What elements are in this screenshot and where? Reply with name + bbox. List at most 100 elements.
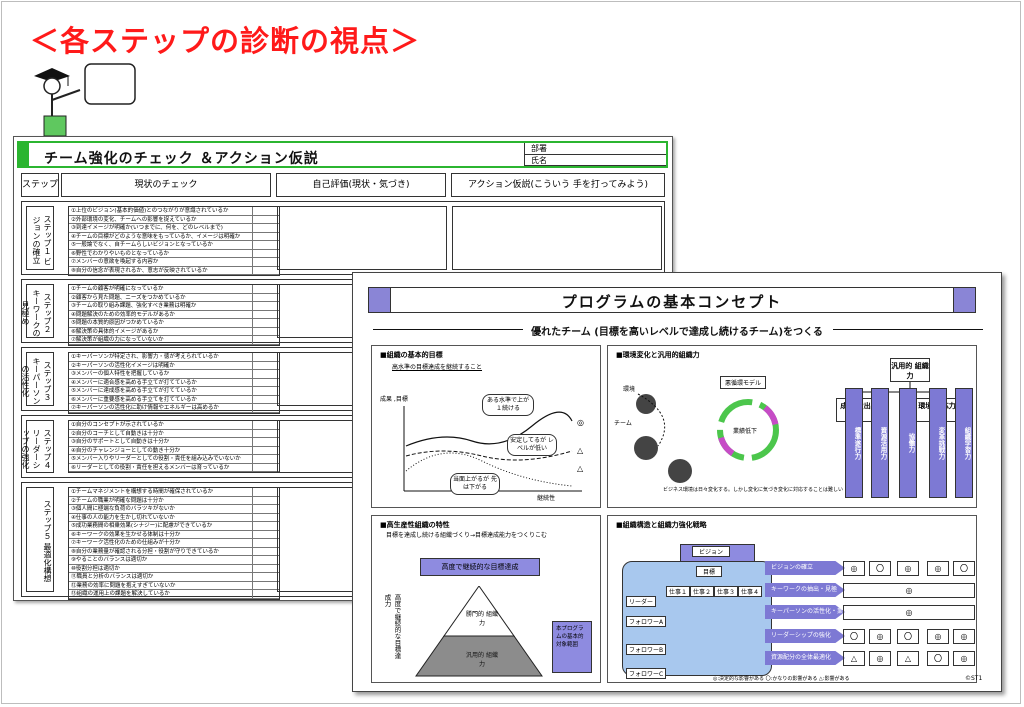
copyright: ©ST1 [965,675,983,682]
mark-2: △ [577,446,584,455]
panel2-subtitle: 目標を達成し続ける組織づくり→目標達成能力をつくりこむ [386,532,548,539]
role-label: リーダー [626,596,657,607]
panel1-title: ■組織の基本的目標 [380,351,443,359]
panel2-side-label: 高度で継続的な目標達成力 [383,594,401,659]
check-item: ②自分のコーチとして自動きは十分か [69,429,279,438]
teacher-icon [34,63,136,137]
check-item: ⑧自分の業務量が確認される分担・役割が守りできているか [69,547,279,556]
concept-subtitle: 優れたチーム (目標を高いレベルで達成し続けるチーム)をつくる [531,327,823,338]
task-label: 仕事２ [690,586,715,597]
cycle-center: 業績低下 [733,428,758,435]
check-item: ⑪職員と分析のバランスは適切か [69,573,279,582]
role-label: フォロワーB [626,644,667,655]
header-accent [19,143,29,166]
check-item: ⑨やることのバランスは適切か [69,556,279,565]
check-item: ⑤成功業務間の相乗効果(シナジー)に配慮ができているか [69,522,279,531]
check-item: ④自分のチャレンジョーとしての動き十分か [69,446,279,455]
grid-cell: ◎ [953,651,975,666]
goal-label: 目標 [696,566,723,577]
checklist-header: チーム強化のチェック ＆アクション仮説 部署 氏名 [17,141,668,168]
task-label: 仕事３ [714,586,739,597]
check-item: ⑤メンバーに達成感を高める手立てが打てているか [69,387,279,396]
col-check: 現状のチェック [61,173,271,197]
panel3-title: ■環境変化と汎用的組織力 [616,351,700,359]
check-item: ⑥解決策の具体的イメージがあるか [69,327,279,336]
grid-cell: ◎ [927,561,949,576]
grid-cell: 〇 [927,651,949,666]
grid-cell: ◎ [869,629,891,644]
grid-cell: 〇 [843,629,865,644]
grid-cell: ◎ [869,651,891,666]
strategy-arrow: 資源配分の全体最適化 [765,651,845,665]
action-box[interactable] [452,206,662,270]
check-item: ②チームの職業が明確な問題は十分か [69,496,279,505]
check-item: ⑦メンバーの意欲を喚起する内容か [69,258,279,267]
bubble-sustained: ある水準で上が１続ける [482,394,534,416]
bubble-stable-low: 安定してるが レベルが低い [507,434,557,456]
name-label: 氏名 [525,155,666,166]
panel1-subtitle: 高水準の目標達成を継続すること [392,364,483,371]
meta-box: 部署 氏名 [524,143,666,166]
check-item: ⑥メンバーに重要感を高める手立てを打てているか [69,395,279,404]
step-label: ステップ３ キーパーソンの活性化 [21,352,54,406]
check-item: ②キーパーソンの活性化イメージは明確か [69,361,279,370]
capability-pyramid [415,586,543,677]
grid-cell: △ [843,651,865,666]
title-block-right [953,288,975,312]
bubble-short-term: 当面上がるが 先は下がる [450,473,500,495]
check-item: ⑦解決策が組織の力になっていないか [69,336,279,345]
grid-cell: 〇 [897,629,919,644]
concept-titlebar: プログラムの基本コンセプト [368,287,976,313]
grid-cell: △ [897,651,919,666]
check-item: ⑥野性でわかりやいものとなっているか [69,249,279,258]
panel4-title: ■組織構造と組織力強化戦略 [616,521,707,529]
check-item: ⑤メンバー入りやリーダーとしての役割・責任を組み込みでいないか [69,455,279,464]
panel1-ylabel: 成果 ,目標 [380,396,408,403]
role-label: フォロワーA [626,616,667,627]
self-eval-box[interactable] [277,206,447,270]
check-item: ③自分のサポートとして自動きは十分か [69,438,279,447]
concept-title: プログラムの基本コンセプト [561,293,783,311]
env-circles [634,393,692,483]
strategy-arrow: キーワークの抽出・見極め・適用 [765,583,845,597]
capability-column: 標準遂行力 [845,388,863,498]
check-item: ③メンバーの個人特性を把握しているか [69,370,279,379]
grid-cell: 〇 [953,561,975,576]
panel-environment: ■環境変化と汎用的組織力 環境 チーム 悪循環モデル 業績低下 ビジネス環境は日… [607,345,977,508]
step-label: ステップ５ 最適化構想 [26,487,54,592]
check-item: ⑥リーダーとしての役割・責任を担えるメンバーは育っているか [69,463,279,472]
check-item: ⑤一般論でなく、自チームらしいビジョンとなっているか [69,241,279,250]
check-item: ①自分のコンセプトが示されているか [69,421,279,430]
check-item: ③到達イメージが明確か(いつまでに、何を、どのレベルまで) [69,224,279,233]
check-item: ②外部環境の変化、チームへの影響を捉えているか [69,215,279,224]
capability-column: 資源活用力 [871,388,889,498]
check-item: ⑩役割分担は適切か [69,564,279,573]
check-item: ⑥キーワークの効果を生かせる体制は十分か [69,530,279,539]
check-item: ③チームの取り組み課題、強化すべき業務は明確か [69,302,279,311]
title-block-left [369,288,391,312]
capability-column: 変革挑戦力 [929,388,947,498]
subtitle-rule-left [373,329,523,330]
vicious-cycle-title: 悪循環モデル [720,376,767,389]
dept-label: 部署 [525,143,666,155]
check-item: ⑤問題の本質的原因がつかめているか [69,319,279,328]
grid-cell-wide: ◎ [843,583,975,598]
check-item: ④問題解決のための効率的モデルがあるか [69,310,279,319]
check-item: ⑧自分の信念が表現されるか、意志が反映されているか [69,266,279,275]
tier-specific: 勝門的 組織力 [466,611,498,627]
grid-cell: ◎ [953,629,975,644]
check-item: ③個人間に極端な負荷のバラツキがないか [69,505,279,514]
tier-general: 汎用的 組織力 [466,652,498,668]
grid-cell: ◎ [843,561,865,576]
step-label: ステップ４ リーダーシップの強化 [21,420,54,473]
env-label: 環境 [623,386,636,393]
grid-cell: ◎ [927,629,949,644]
check-item: ⑦キーワーク活性化のための仕組みが十分か [69,539,279,548]
